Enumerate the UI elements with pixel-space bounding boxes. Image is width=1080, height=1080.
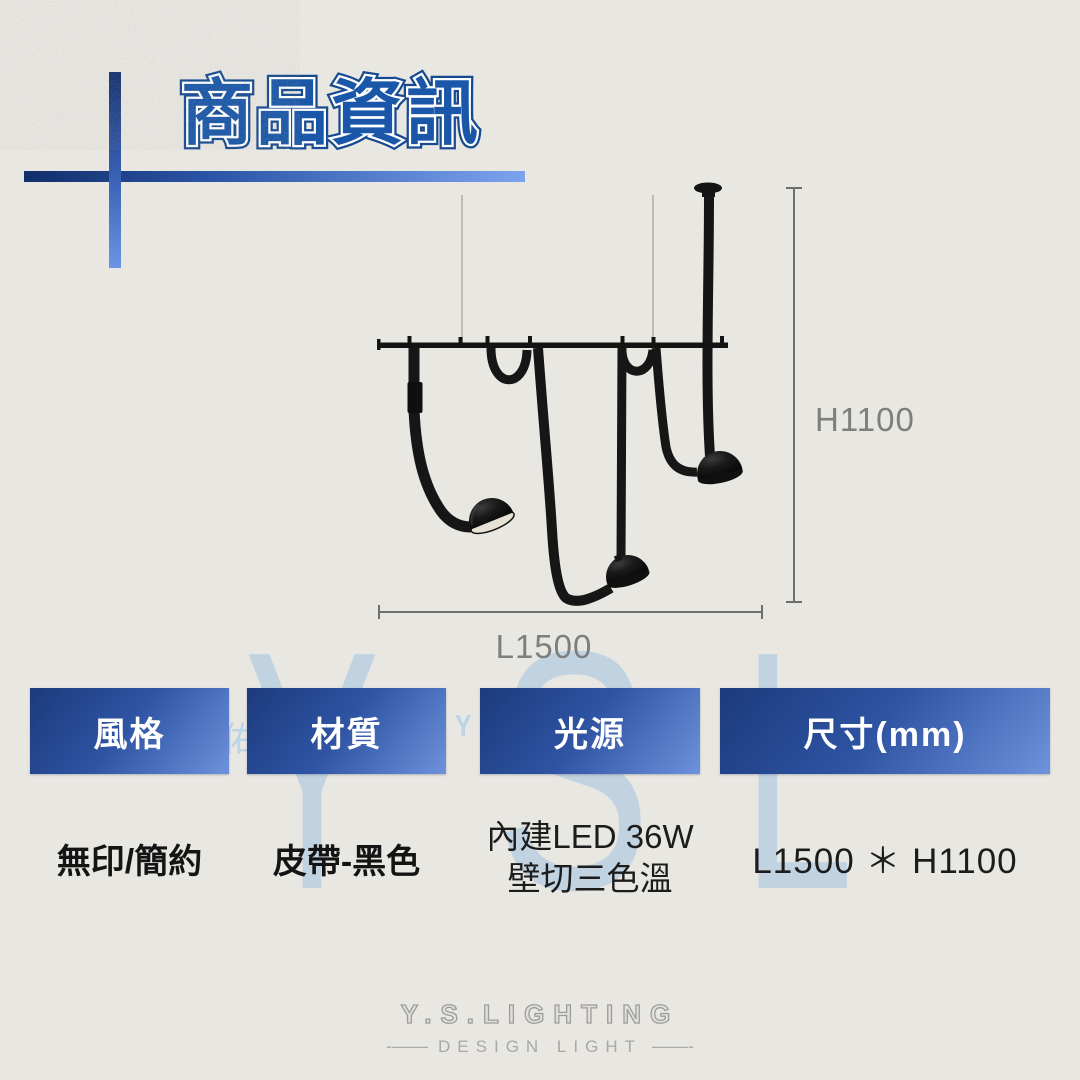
lamp-dome-center xyxy=(606,554,650,588)
brand-tagline: DESIGN LIGHT xyxy=(438,1036,642,1056)
tagline-dash-right: ——- xyxy=(651,1036,694,1056)
brand-logo-text: Y.S.LIGHTING xyxy=(400,998,680,1029)
spec-value-style: 無印/簡約 xyxy=(56,842,203,881)
dimension-height-line xyxy=(786,187,802,603)
dimension-length-line xyxy=(378,605,763,619)
spec-value-light-source-line1: 內建LED 36W xyxy=(486,818,694,855)
ceiling-strap xyxy=(702,195,715,457)
lamp-bar xyxy=(378,342,728,348)
spec-value-dimensions: L1500 ＊ H1100 xyxy=(752,841,1018,881)
tagline-dash-left: -—— xyxy=(386,1036,429,1056)
dimension-length-label: L1500 xyxy=(495,628,593,665)
lamp-dome-right xyxy=(697,451,743,485)
accent-line-horizontal xyxy=(24,171,525,182)
spec-value-material: 皮帶-黑色 xyxy=(272,842,421,881)
spec-value-light-source-line2: 壁切三色溫 xyxy=(507,860,673,897)
spec-header-light-source: 光源 xyxy=(480,688,700,774)
strap-right xyxy=(651,347,698,477)
strap-loop-right xyxy=(617,349,658,376)
strap-left xyxy=(408,348,472,533)
bar-clips xyxy=(407,336,724,344)
brand-tagline-row: -—— DESIGN LIGHT ——- xyxy=(0,1036,1080,1057)
spec-header-style: 風格 xyxy=(30,688,229,774)
strap-center-vertical xyxy=(616,347,627,561)
strap-loop-left xyxy=(486,347,532,385)
strap-left-buckle xyxy=(407,382,423,413)
spec-value-light-source: 內建LED 36W 壁切三色溫 xyxy=(480,818,700,897)
spec-header-dimensions: 尺寸(mm) xyxy=(720,688,1050,774)
suspension-wires xyxy=(461,195,654,343)
lamp-dome-left xyxy=(469,498,515,535)
ceiling-canopy xyxy=(694,182,722,197)
dimension-height-label: H1100 xyxy=(815,401,915,438)
strap-long-center xyxy=(533,347,614,606)
spec-header-material: 材質 xyxy=(247,688,446,774)
watermark-small-glyph-right: Y xyxy=(455,708,472,743)
